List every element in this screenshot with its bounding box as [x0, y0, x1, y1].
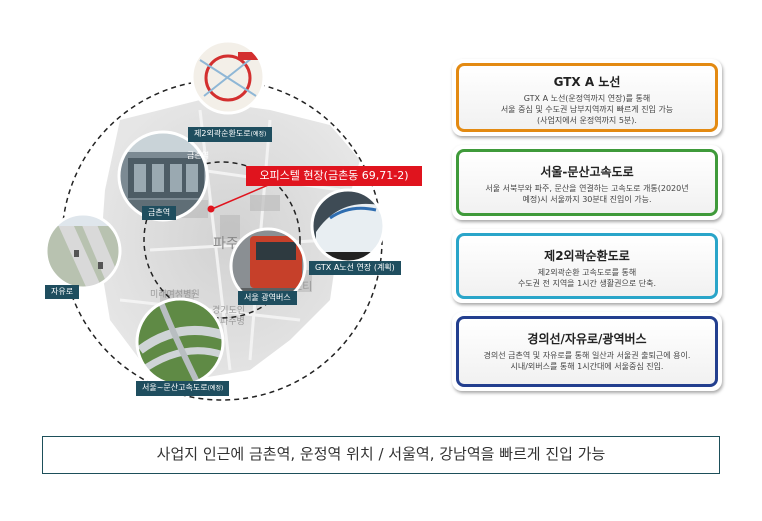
- seoul-munsan-photo: [137, 299, 223, 385]
- bg-label-1: 경기도인: [212, 304, 245, 316]
- card-gtx-a-line-2: 서울 중심 및 수도권 남부지역까지 빠르게 진입 가능: [500, 105, 674, 114]
- card-ring-road-frame: 제2외곽순환도로 제2외곽순환 고속도로를 통해 수도권 전 지역을 1시간 생…: [456, 233, 718, 299]
- card-rail-bus-frame: 경의선/자유로/광역버스 경의선 금촌역 및 자유로를 통해 일산과 서울권 출…: [456, 316, 718, 387]
- district-label: 파주: [213, 236, 239, 252]
- geumchon-station-label: 금촌역: [142, 206, 177, 220]
- card-ring-road-title: 제2외곽순환도로: [544, 249, 630, 263]
- gtx-train-photo: [312, 190, 384, 262]
- inner-range-ring: [143, 161, 301, 319]
- card-gtx-a-line-3: (사업지에서 운정역까지 5분).: [537, 116, 637, 125]
- card-gtx-a-frame: GTX A 노선 GTX A 노선(운정역까지 연장)를 통해 서울 중심 및 …: [456, 63, 718, 132]
- seoul-munsan-label: 서울~문산고속도로(예정): [136, 381, 230, 396]
- card-rail-bus-title: 경의선/자유로/광역버스: [527, 332, 647, 346]
- card-ring-road-line-2: 수도권 전 지역을 1시간 생활권으로 단축.: [517, 279, 657, 288]
- card-ring-road-line-1: 제2외곽순환 고속도로를 통해: [537, 268, 637, 277]
- card-seoul-munsan: 서울-문산고속도로 서울 서북부와 파주, 문산을 연결하는 고속도로 개통(2…: [452, 145, 722, 220]
- gtx-extension-label: GTX A노선 연장 (계획): [309, 261, 401, 275]
- bg-label-2: 파주병: [220, 316, 245, 327]
- card-seoul-munsan-line-1: 서울 서북부와 파주, 문산을 연결하는 고속도로 개통(2020년: [485, 184, 689, 193]
- location-map: 파주 미래여성병원 경기도인 파주병 스티 금촌역: [44, 39, 386, 401]
- card-gtx-a: GTX A 노선 GTX A 노선(운정역까지 연장)를 통해 서울 중심 및 …: [452, 59, 722, 136]
- ring-road-photo: [192, 41, 264, 113]
- site-callout: 오피스텔 현장(금촌동 69,71-2): [246, 166, 422, 186]
- card-seoul-munsan-line-2: 예정)시 서울까지 30분대 진입이 가능.: [522, 195, 652, 204]
- geumchon-station-photo: [119, 132, 207, 220]
- ring-road-label: 제2외곽순환도로(예정): [188, 127, 273, 142]
- card-rail-bus-line-1: 경의선 금촌역 및 자유로를 통해 일산과 서울권 출퇴근에 용이.: [483, 351, 691, 360]
- card-ring-road: 제2외곽순환도로 제2외곽순환 고속도로를 통해 수도권 전 지역을 1시간 생…: [452, 229, 722, 303]
- card-rail-bus-line-2: 시내/외버스를 통해 1시간대에 서울중심 진입.: [510, 362, 664, 371]
- card-gtx-a-line-1: GTX A 노선(운정역까지 연장)를 통해: [523, 94, 651, 103]
- site-marker: [207, 205, 215, 213]
- card-rail-bus: 경의선/자유로/광역버스 경의선 금촌역 및 자유로를 통해 일산과 서울권 출…: [452, 312, 722, 391]
- card-gtx-a-title: GTX A 노선: [553, 75, 621, 89]
- summary-banner: 사업지 인근에 금촌역, 운정역 위치 / 서울역, 강남역을 빠르게 진입 가…: [42, 436, 720, 474]
- station-sign-text: 금촌역: [187, 150, 209, 160]
- seoul-bus-label: 서울 광역버스: [238, 291, 297, 305]
- jayu-road-label: 자유로: [45, 285, 80, 299]
- card-seoul-munsan-frame: 서울-문산고속도로 서울 서북부와 파주, 문산을 연결하는 고속도로 개통(2…: [456, 149, 718, 216]
- card-seoul-munsan-title: 서울-문산고속도로: [540, 165, 634, 179]
- jayu-road-photo: [46, 214, 120, 288]
